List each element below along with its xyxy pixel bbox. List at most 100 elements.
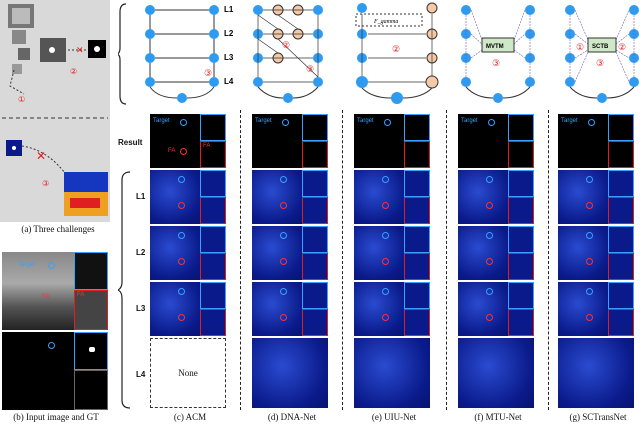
dnanet-row1-inset-f	[302, 197, 328, 224]
separator-3	[446, 110, 447, 410]
panel-a: ✕ ① ② ✕ ③	[0, 0, 110, 222]
svg-text:F_gamma: F_gamma	[373, 19, 398, 25]
caption-e: (e) UIU-Net	[371, 412, 417, 422]
gt-ring	[48, 342, 55, 349]
acm-row0-inset-t	[200, 114, 226, 141]
dnanet-row0-inset-t	[302, 114, 328, 141]
sctransnet-row3-heat	[558, 282, 608, 336]
sctransnet-net: SCTB ① ② ③	[565, 5, 639, 103]
dnanet-net: ② ③	[253, 4, 323, 103]
sctransnet-row2-fa-ring	[586, 258, 593, 265]
sctransnet-row0-inset-t	[608, 114, 634, 141]
dnanet-row1-heat	[252, 170, 302, 224]
sctransnet-row1-target-ring	[586, 176, 593, 183]
svg-text:②: ②	[618, 42, 626, 52]
acm-row1-inset-t	[200, 170, 226, 197]
svg-text:③: ③	[42, 179, 49, 188]
uiunet-net: F_gamma ②	[355, 2, 439, 104]
sctransnet-row1-inset-f	[608, 197, 634, 224]
dnanet-row3-inset-t	[302, 282, 328, 309]
dnanet-row0-target-label: Target	[255, 118, 272, 124]
mtunet-row3-inset-t	[508, 282, 534, 309]
acm-net: ③	[145, 5, 219, 103]
sctransnet-row1-inset-t	[608, 170, 634, 197]
uiunet-row2-target-ring	[382, 232, 389, 239]
input-image: Target FA	[2, 252, 74, 330]
acm-row0-fa-ring	[180, 148, 187, 155]
sctransnet-row2-target-ring	[586, 232, 593, 239]
svg-text:②: ②	[70, 67, 77, 76]
acm-row3-inset-t	[200, 282, 226, 309]
acm-row2-target-ring	[178, 232, 185, 239]
uiunet-row0-main: Target	[354, 114, 404, 168]
fa-inset-label: FA	[77, 292, 85, 298]
target-ring	[48, 262, 55, 269]
caption-c: (c) ACM	[173, 412, 207, 422]
sctransnet-row3-inset-f	[608, 309, 634, 336]
separator-1	[240, 110, 241, 410]
sctransnet-row0-main: Target	[558, 114, 608, 168]
svg-text:SCTB: SCTB	[592, 44, 609, 50]
mtunet-row2-inset-f	[508, 253, 534, 280]
network-diagrams: ③ L1 L2 L3 L4 ② ③ F_gamma ② MV	[118, 2, 639, 105]
acm-row2-inset-t	[200, 226, 226, 253]
dnanet-row0-target-ring	[282, 119, 289, 126]
uiunet-row0-inset-t	[404, 114, 430, 141]
acm-row2-inset-f	[200, 253, 226, 280]
mtunet-row0-inset-f	[508, 141, 534, 168]
uiunet-row0-inset-f	[404, 141, 430, 168]
acm-row3-heat	[150, 282, 200, 336]
dnanet-row2-inset-t	[302, 226, 328, 253]
acm-row0-target-label: Target	[153, 118, 170, 124]
dnanet-row3-heat	[252, 282, 302, 336]
dnanet-row1-inset-t	[302, 170, 328, 197]
uiunet-row2-fa-ring	[382, 258, 389, 265]
level-l1: L1	[224, 5, 234, 14]
dnanet-row2-fa-ring	[280, 258, 287, 265]
sctransnet-row3-inset-t	[608, 282, 634, 309]
challenges-diagram: ✕ ① ② ✕ ③	[2, 4, 108, 216]
uiunet-row0-target-label: Target	[357, 118, 374, 124]
sctransnet-row1-heat	[558, 170, 608, 224]
sctransnet-row2-heat	[558, 226, 608, 280]
uiunet-row3-fa-ring	[382, 314, 389, 321]
mtunet-row0-target-ring	[488, 119, 495, 126]
sctransnet-row3-target-ring	[586, 288, 593, 295]
caption-a: (a) Three challenges	[21, 224, 95, 234]
dnanet-row1-fa-ring	[280, 202, 287, 209]
dnanet-row0-main: Target	[252, 114, 302, 168]
mtunet-row1-target-ring	[486, 176, 493, 183]
gt-inset-target	[74, 332, 108, 370]
caption-d: (d) DNA-Net	[267, 412, 317, 422]
dnanet-row3-inset-f	[302, 309, 328, 336]
uiunet-row0-target-ring	[384, 119, 391, 126]
mtunet-row3-heat	[458, 282, 508, 336]
svg-text:③: ③	[596, 58, 604, 68]
acm-row0-target-ring	[180, 119, 187, 126]
acm-row0-inset-f: FA	[200, 141, 226, 168]
mtunet-row1-fa-ring	[486, 202, 493, 209]
uiunet-row4-heat	[354, 338, 430, 408]
mtunet-net: MVTM ③	[461, 5, 535, 103]
svg-text:②: ②	[392, 44, 400, 54]
svg-text:③: ③	[306, 64, 314, 74]
acm-row2-fa-ring	[178, 258, 185, 265]
acm-row3-fa-ring	[178, 314, 185, 321]
input-inset-target	[74, 252, 108, 290]
acm-row1-fa-ring	[178, 202, 185, 209]
acm-row3-target-ring	[178, 288, 185, 295]
level-l2: L2	[224, 29, 234, 38]
svg-text:③: ③	[492, 58, 500, 68]
uiunet-row1-heat	[354, 170, 404, 224]
uiunet-row3-inset-t	[404, 282, 430, 309]
svg-text:①: ①	[18, 95, 25, 104]
acm-row1-heat	[150, 170, 200, 224]
svg-text:①: ①	[576, 42, 584, 52]
row-l1: L1	[136, 192, 146, 201]
acm-row2-heat	[150, 226, 200, 280]
uiunet-row1-inset-f	[404, 197, 430, 224]
sctransnet-row3-fa-ring	[586, 314, 593, 321]
svg-text:③: ③	[204, 68, 212, 78]
row-l4: L4	[136, 370, 146, 379]
